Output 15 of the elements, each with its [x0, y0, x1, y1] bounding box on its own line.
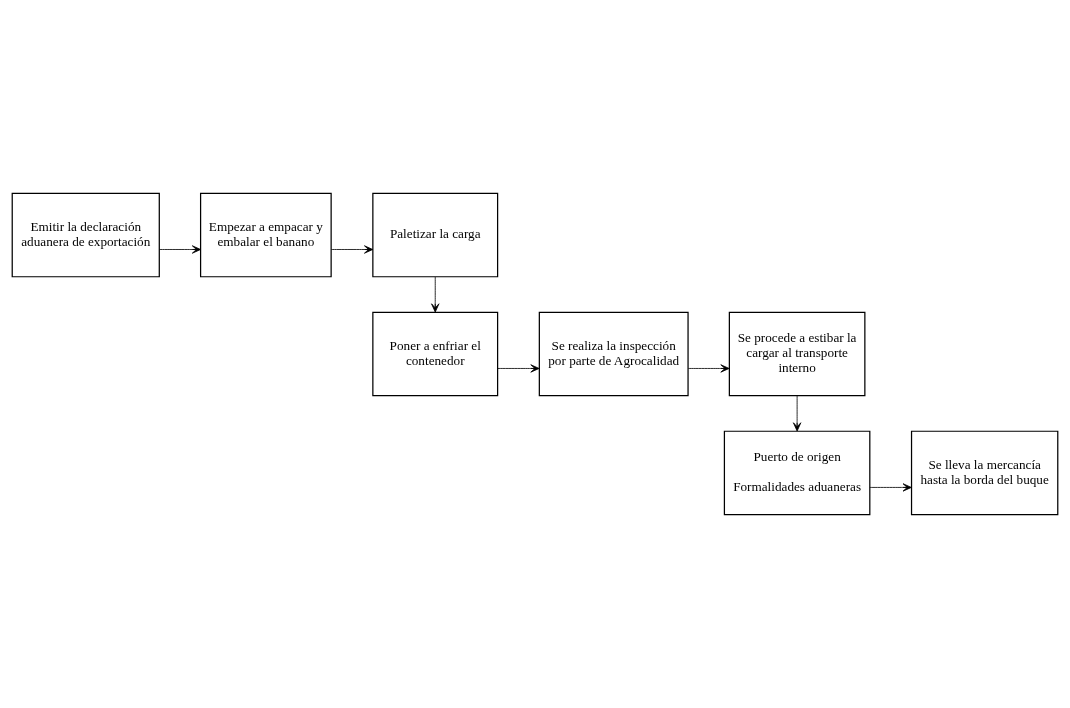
node-box: Se lleva la mercancía hasta la borda del buque — [910, 430, 1059, 516]
arrow — [792, 395, 802, 432]
arrow — [431, 276, 440, 313]
node-box: Se procede a estibar la cargar al transporte interno — [728, 311, 866, 397]
arrow — [330, 245, 374, 254]
node-box: Se realiza la inspección por parte de Agrocalidad — [538, 311, 689, 397]
arrow — [497, 364, 540, 373]
arrow — [159, 245, 201, 254]
node-box: Emitir la declaración aduanera de exportación — [11, 192, 160, 278]
arrow — [869, 483, 912, 492]
node-box: Empezar a empacar y embalar el banano — [200, 192, 332, 278]
node-box: Paletizar la carga — [372, 192, 499, 278]
node-box: Poner a enfriar el contenedor — [372, 311, 499, 397]
arrow — [687, 364, 730, 373]
node-box: Puerto de origen Formalidades aduaneras — [723, 430, 871, 516]
